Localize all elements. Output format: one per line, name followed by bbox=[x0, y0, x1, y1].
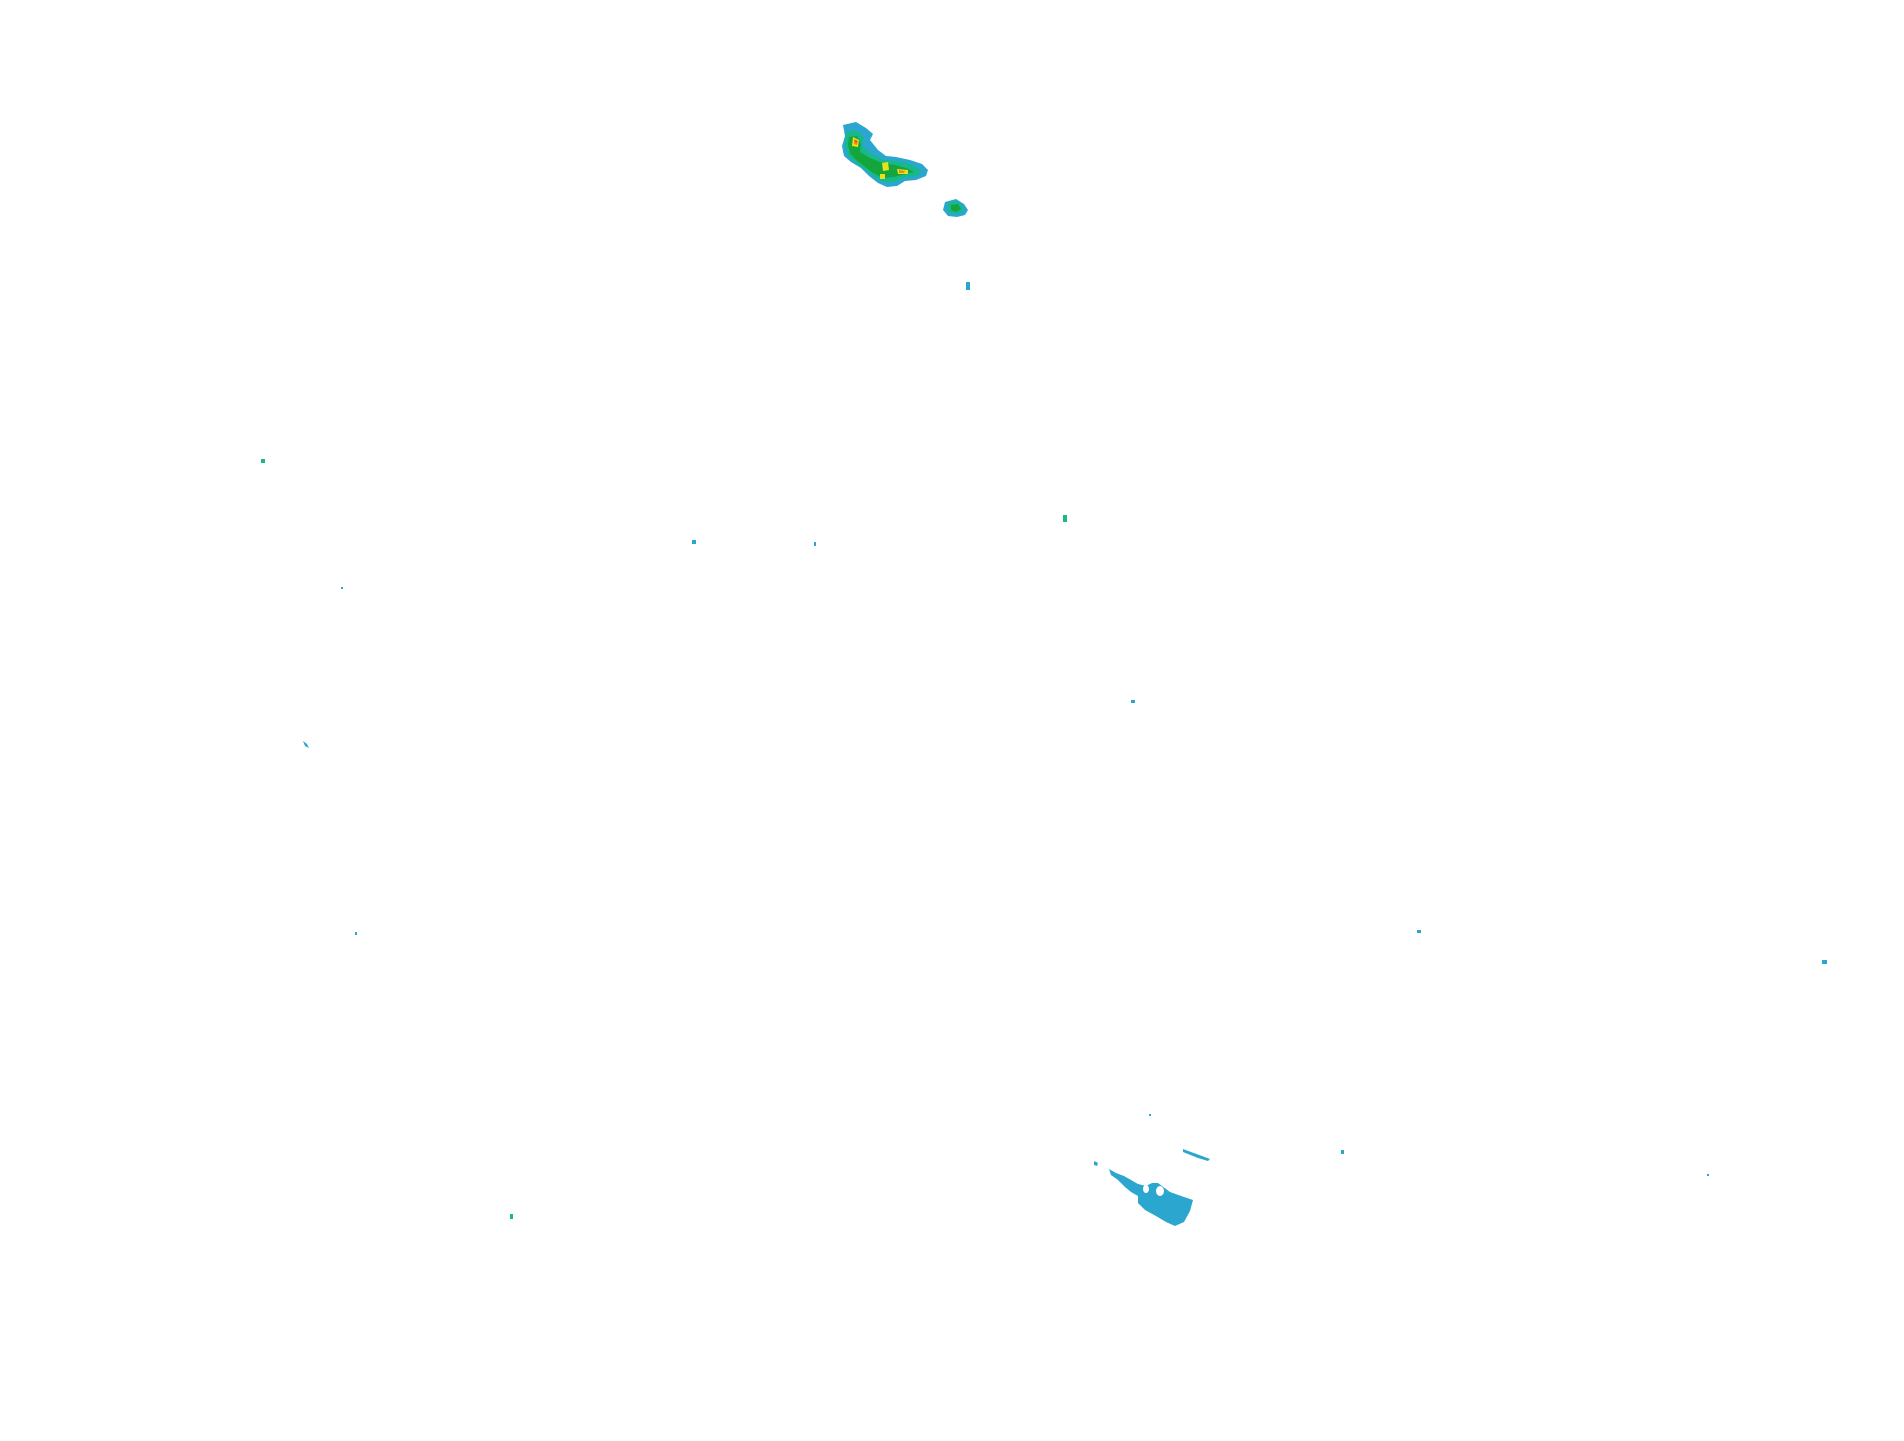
echo-speck bbox=[692, 540, 696, 544]
echo-speck bbox=[1417, 930, 1421, 933]
echo-speck bbox=[1822, 960, 1827, 964]
scattered-returns bbox=[261, 282, 1827, 1219]
echo-medium bbox=[848, 136, 914, 178]
southern-band-gaps bbox=[1143, 1185, 1164, 1196]
echo-speck bbox=[966, 282, 970, 290]
southern-band bbox=[1094, 1114, 1210, 1226]
echo-speck bbox=[303, 741, 309, 748]
north-cell bbox=[943, 199, 968, 217]
echo-speck bbox=[814, 542, 816, 546]
northwest-cell-cluster bbox=[842, 122, 928, 187]
echo-medium bbox=[951, 204, 961, 212]
echo-speck bbox=[341, 587, 343, 589]
echo-speck bbox=[1131, 700, 1135, 703]
echo-speck bbox=[1707, 1174, 1709, 1176]
echo-speck bbox=[1063, 515, 1067, 522]
echo-speck bbox=[355, 932, 357, 935]
echo-speck bbox=[261, 459, 265, 463]
echo-speck bbox=[1341, 1150, 1344, 1154]
echo-speck bbox=[510, 1214, 513, 1219]
echo-extreme bbox=[855, 140, 857, 143]
